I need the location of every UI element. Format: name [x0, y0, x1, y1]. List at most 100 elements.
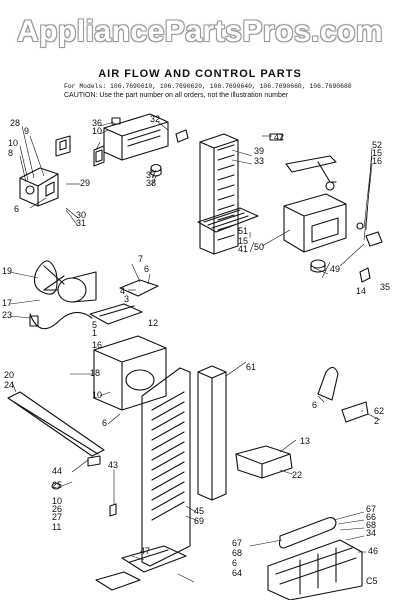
callout-number: 14 [356, 286, 366, 296]
fan-blade [33, 260, 65, 295]
callout-number: 67 [232, 538, 242, 548]
leader-lines [9, 121, 381, 583]
callout-number: 5 [92, 320, 97, 330]
callout-number: 10 [92, 390, 102, 400]
callout-number: 17 [2, 298, 12, 308]
callout-number: 42 [274, 132, 284, 142]
control-bracket [93, 145, 105, 167]
callout-number: 10 [52, 496, 62, 506]
callout-number: 44 [52, 466, 62, 476]
callout-number: 52 [372, 140, 382, 150]
callout-number: 15 [238, 236, 248, 246]
callout-number: 68 [366, 520, 376, 530]
callout-number: 26 [52, 504, 62, 514]
clip [175, 129, 189, 143]
callout-number: 6 [312, 400, 317, 410]
callout-number: 30 [76, 210, 86, 220]
callout-number: 11 [52, 522, 61, 532]
watermark-banner: AppliancePartsPros.com [0, 0, 400, 64]
callout-number: 6 [144, 264, 149, 274]
callout-number: 13 [300, 436, 310, 446]
floor-base [95, 571, 141, 591]
thermistor-clip [341, 401, 369, 423]
callout-number: 43 [108, 460, 118, 470]
drain-tray [235, 445, 293, 479]
mounting-plate [55, 135, 71, 157]
callout-number: 6 [232, 558, 237, 568]
air-duct-grille [199, 133, 239, 255]
callout-number: 38 [146, 178, 156, 188]
callout-number: 9 [24, 126, 29, 136]
callout-number: 51 [238, 226, 248, 236]
drain-cup [121, 545, 187, 573]
callout-number: 37 [146, 170, 156, 180]
caution-line: CAUTION: Use the part number on all orde… [64, 92, 289, 99]
callout-number: 36 [92, 118, 102, 128]
callout-labels: 2891083610324239335215162963031373851154… [2, 114, 390, 586]
callout-number: 31 [76, 218, 86, 228]
control-assembly [103, 113, 169, 161]
callout-number: 33 [254, 156, 264, 166]
callout-number: 32 [150, 114, 160, 124]
callout-number: 67 [366, 504, 376, 514]
vertical-duct [197, 365, 227, 501]
callout-number: 68 [232, 548, 242, 558]
callout-number: 45 [194, 506, 204, 516]
callout-number: 28 [10, 118, 20, 128]
diffuser-plate [197, 207, 259, 233]
callout-number: 3 [124, 294, 129, 304]
thermostat-housing [283, 193, 347, 253]
mounting-bracket [119, 279, 159, 297]
evaporator-cover [141, 367, 191, 567]
callout-number: 23 [2, 310, 12, 320]
diagram-title: AIR FLOW AND CONTROL PARTS [98, 68, 302, 80]
callout-number: 10 [8, 138, 18, 148]
screw-11 [109, 503, 117, 517]
fan-shroud [93, 335, 167, 411]
clip-22 [87, 455, 101, 467]
callout-number: 6 [102, 418, 107, 428]
grommet-44 [51, 482, 61, 490]
callout-number: 10 [92, 126, 102, 136]
damper-control-housing [19, 167, 59, 207]
callout-number: 20 [4, 370, 14, 380]
fan-motor [43, 271, 97, 303]
screw-42 [269, 133, 283, 141]
callout-number: 61 [246, 362, 256, 372]
callout-number: 2 [374, 416, 379, 426]
motor-bracket [89, 303, 143, 325]
callout-number: 41 [238, 244, 248, 254]
models-line: For Models: 106.7690610, 106.7690620, 10… [64, 83, 352, 90]
callout-number: 16 [92, 340, 102, 350]
sensor-clip [359, 267, 371, 283]
callout-number: 6 [14, 204, 19, 214]
callout-number: 39 [254, 146, 264, 156]
callout-number: 34 [366, 528, 376, 538]
callout-number: 35 [380, 282, 390, 292]
callout-number: 49 [330, 264, 340, 274]
callout-number: 24 [4, 380, 14, 390]
callout-number: 22 [292, 470, 302, 480]
bulb-holder [356, 222, 383, 247]
callout-number: 29 [80, 178, 90, 188]
corner-code: C5 [366, 576, 378, 586]
callout-number: 7 [138, 254, 143, 264]
thermostat-knob [310, 259, 326, 273]
callout-number: 18 [90, 368, 100, 378]
callout-number: 69 [194, 516, 204, 526]
air-baffle [7, 391, 105, 457]
callout-number: 66 [366, 512, 376, 522]
callout-number: 25 [52, 480, 62, 490]
callout-number: 50 [254, 242, 264, 252]
callout-number: 62 [374, 406, 384, 416]
callout-number: 19 [2, 266, 12, 276]
callout-number: 46 [368, 546, 378, 556]
callout-number: 15 [372, 148, 382, 158]
hook-rod [317, 366, 339, 401]
thermostat-bracket [285, 155, 337, 191]
heater-grille [267, 539, 363, 600]
callout-number: 16 [372, 156, 382, 166]
callout-number: 4 [120, 286, 125, 296]
motor-wiring [29, 311, 93, 330]
